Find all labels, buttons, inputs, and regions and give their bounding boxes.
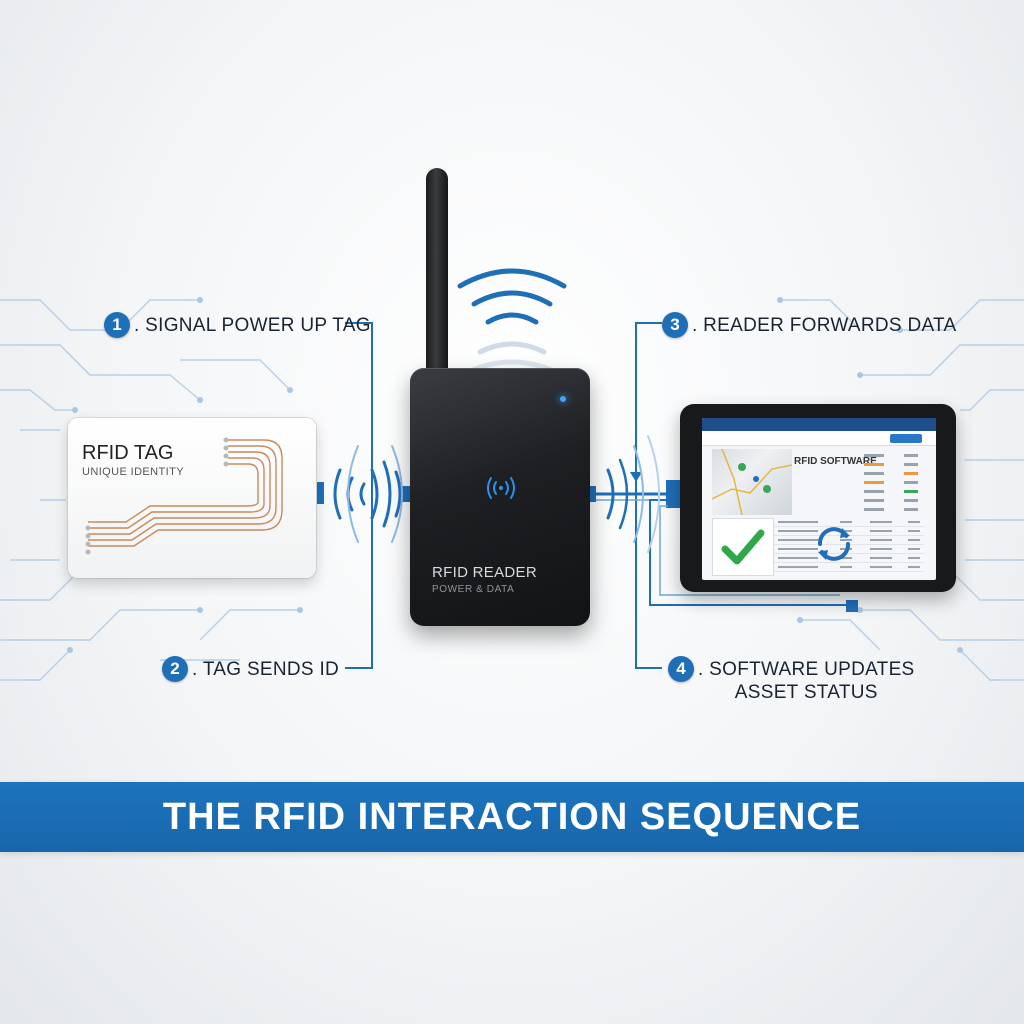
reader-subtitle: POWER & DATA — [432, 584, 515, 595]
sync-icon — [818, 527, 850, 561]
step-3-badge: 3 — [662, 312, 688, 338]
reader-signal-waves — [606, 435, 660, 553]
step-1-label: 1 . SIGNAL POWER UP TAG — [104, 312, 371, 338]
app-toolbar — [702, 431, 936, 446]
step-2-text: . TAG SENDS ID — [192, 659, 340, 680]
checkmark-icon — [721, 529, 765, 565]
step-4-badge: 4 — [668, 656, 694, 682]
rfid-tag-card: RFID TAG UNIQUE IDENTITY — [68, 418, 316, 578]
app-top-bar — [702, 418, 936, 431]
asset-map — [711, 448, 793, 516]
rfid-reader-device: RFID READER POWER & DATA — [410, 368, 590, 626]
step-4-text-line1: . SOFTWARE UPDATES — [698, 659, 915, 680]
app-action-button — [890, 434, 922, 443]
wireless-signal-icon — [457, 268, 567, 375]
tag-subtitle: UNIQUE IDENTITY — [82, 466, 184, 478]
step-3-text: . READER FORWARDS DATA — [692, 315, 957, 336]
status-card — [712, 518, 774, 576]
reader-antenna — [426, 168, 448, 374]
tag-title: RFID TAG — [82, 442, 174, 464]
reader-title: RFID READER — [432, 564, 537, 581]
step-4-text-line2: ASSET STATUS — [734, 682, 878, 703]
title-banner: THE RFID INTERACTION SEQUENCE — [0, 782, 1024, 852]
tablet-device: RFID SOFTWARE — [680, 404, 956, 592]
step-1-badge: 1 — [104, 312, 130, 338]
status-column — [864, 451, 928, 514]
status-led — [560, 396, 566, 402]
step-4-label: 4 . SOFTWARE UPDATES ASSET STATUS — [668, 656, 915, 704]
nfc-icon — [487, 477, 515, 499]
software-screen: RFID SOFTWARE — [702, 418, 936, 580]
app-title: RFID SOFTWARE — [794, 456, 877, 467]
step-2-badge: 2 — [162, 656, 188, 682]
tag-antenna-coil-icon — [85, 437, 283, 555]
step-2-label: 2 . TAG SENDS ID — [162, 656, 339, 682]
diagram-title: THE RFID INTERACTION SEQUENCE — [162, 795, 862, 838]
step-3-label: 3 . READER FORWARDS DATA — [662, 312, 957, 338]
step-1-text: . SIGNAL POWER UP TAG — [134, 315, 371, 336]
tag-signal-waves — [333, 445, 403, 543]
